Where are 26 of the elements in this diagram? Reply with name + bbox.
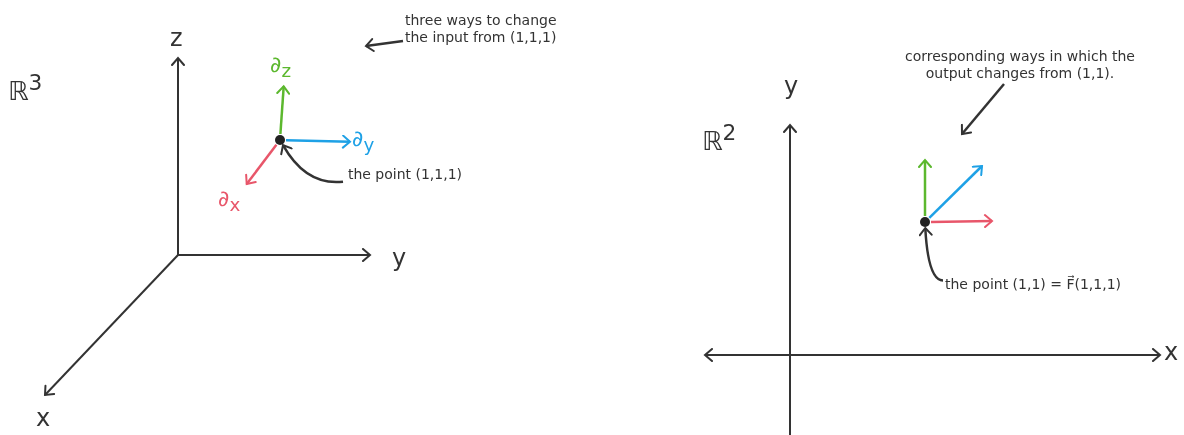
vector-label: ∂$_{x}$ <box>218 186 248 219</box>
vector-arrow <box>285 134 351 149</box>
vector-label: ∂$_{y}$ <box>352 126 382 159</box>
vector-arrow <box>245 144 278 185</box>
leader-arrow <box>918 227 944 282</box>
leader-arrow <box>280 144 344 184</box>
axis-label: z <box>170 24 183 52</box>
axis-label: x <box>1164 338 1179 366</box>
annotation-text: the point (1,1,1) <box>345 166 465 183</box>
axis-label: y <box>784 72 799 100</box>
vector-arrow <box>918 159 932 216</box>
leader-arrow <box>365 38 404 52</box>
annotation-text: corresponding ways in which the output changes from (1,1). <box>885 48 1155 82</box>
point-dot <box>275 135 285 145</box>
leader-arrow <box>960 83 1005 135</box>
space-label: ℝ$^{3}$ <box>8 69 43 106</box>
point-dot <box>920 217 930 227</box>
vector-label: ∂$_{z}$ <box>270 52 300 85</box>
space-label: ℝ$^{2}$ <box>702 119 737 156</box>
annotation-text: three ways to change the input from (1,1,1) <box>405 12 580 46</box>
annotation-text: the point (1,1) = F⃗(1,1,1) <box>945 276 1155 293</box>
vector-arrow <box>276 85 291 135</box>
vector-arrow <box>931 214 993 229</box>
axis-label: x <box>36 404 51 432</box>
axis-label: y <box>392 244 407 272</box>
vector-arrow <box>928 165 983 219</box>
